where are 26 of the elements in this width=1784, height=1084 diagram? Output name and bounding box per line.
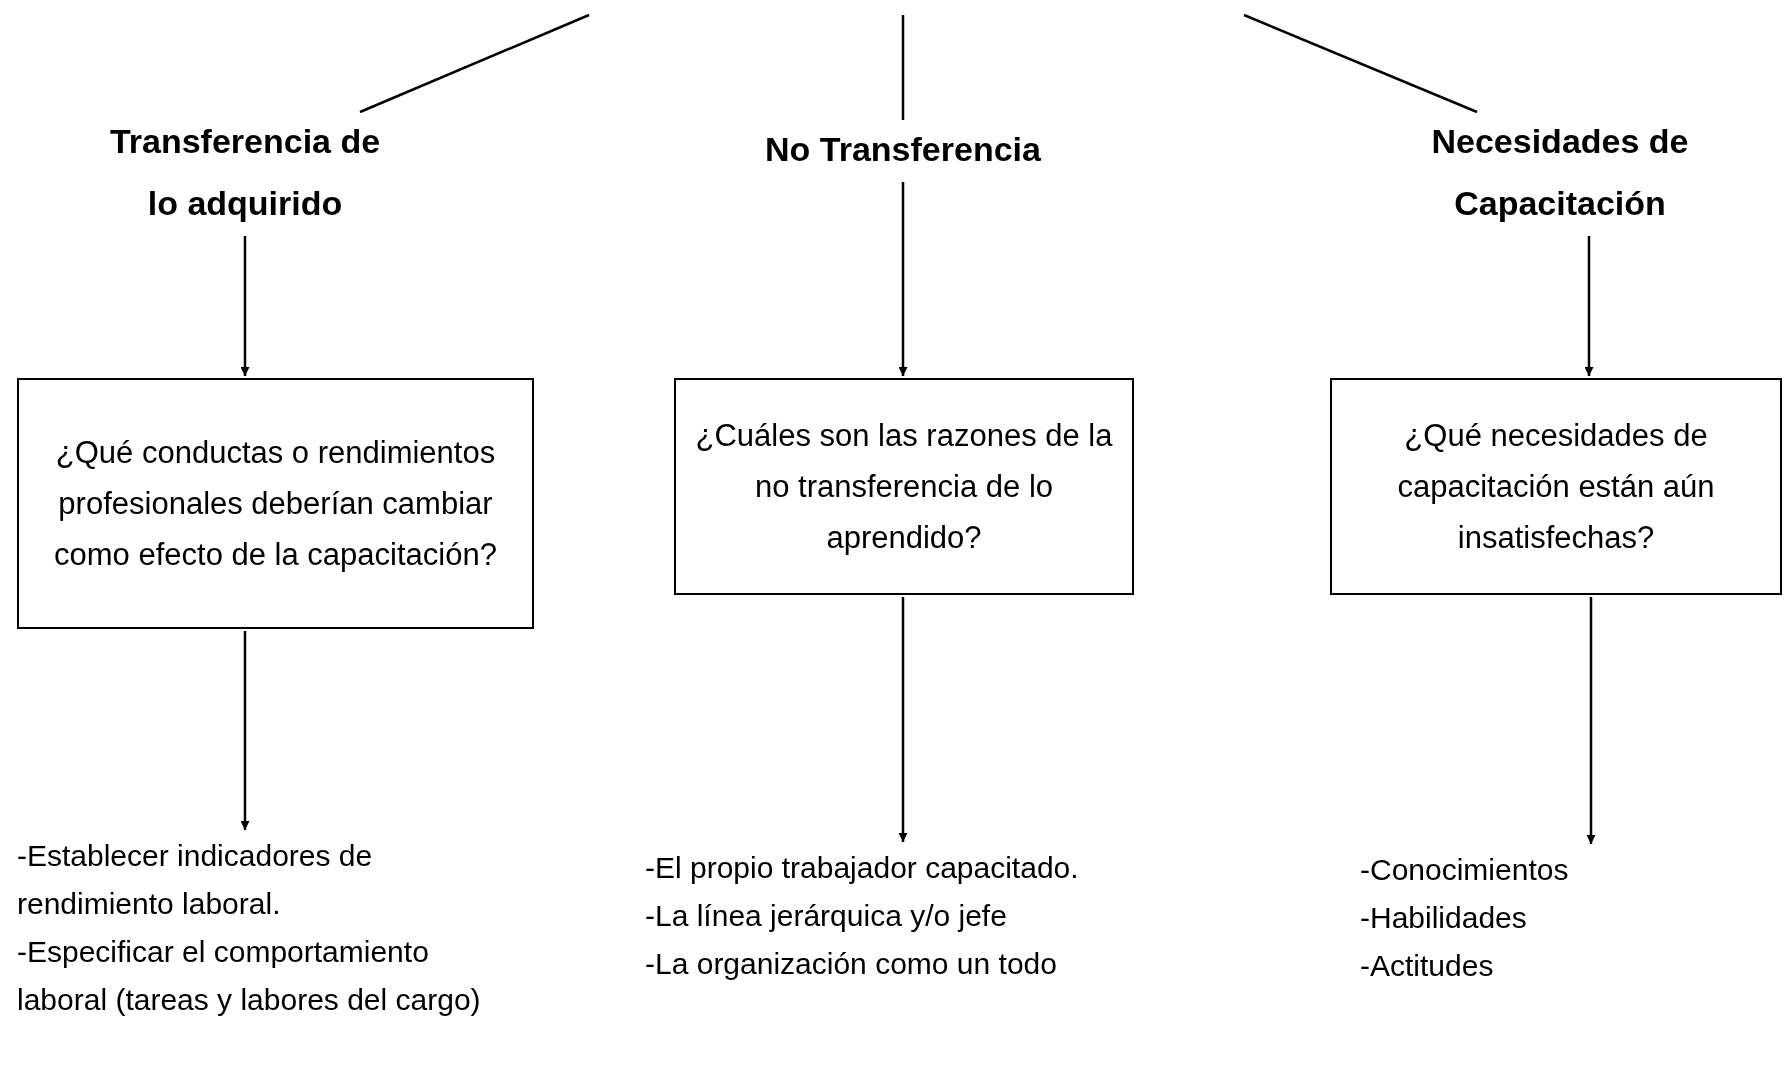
list-item: -La organización como un todo — [645, 946, 1058, 982]
arrow — [1586, 597, 1596, 844]
arrow — [240, 236, 250, 376]
list-item: -Actitudes — [1360, 948, 1495, 984]
question-box — [17, 378, 534, 629]
question-text: ¿Cuáles son las razones de la no transferencia de lo aprendido? — [694, 417, 1114, 557]
question-box — [1330, 378, 1782, 595]
question-box — [674, 378, 1134, 595]
connector-line — [901, 15, 905, 120]
list-item: -Especificar el comportamiento laboral (tareas y labores del cargo) — [17, 934, 482, 1018]
heading-label: Necesidades de Capacitación — [1430, 121, 1690, 224]
heading-label: Transferencia de lo adquirido — [108, 121, 382, 224]
list-item: -La línea jerárquica y/o jefe — [645, 898, 1008, 934]
list-item: -Habilidades — [1360, 900, 1528, 936]
connector-line — [1243, 13, 1478, 114]
question-text: ¿Qué necesidades de capacitación están aún insatisfechas? — [1396, 417, 1716, 557]
heading-label: No Transferencia — [764, 129, 1042, 170]
arrow — [898, 597, 908, 842]
arrow — [240, 631, 250, 830]
list-item: -El propio trabajador capacitado. — [645, 850, 1080, 886]
arrow — [898, 182, 908, 376]
list-item: -Establecer indicadores de rendimiento laboral. — [17, 838, 374, 922]
question-text: ¿Qué conductas o rendimientos profesionales deberían cambiar como efecto de la capacitación? — [53, 434, 498, 574]
list-item: -Conocimientos — [1360, 852, 1570, 888]
arrow — [1584, 236, 1594, 376]
connector-line — [359, 13, 590, 114]
